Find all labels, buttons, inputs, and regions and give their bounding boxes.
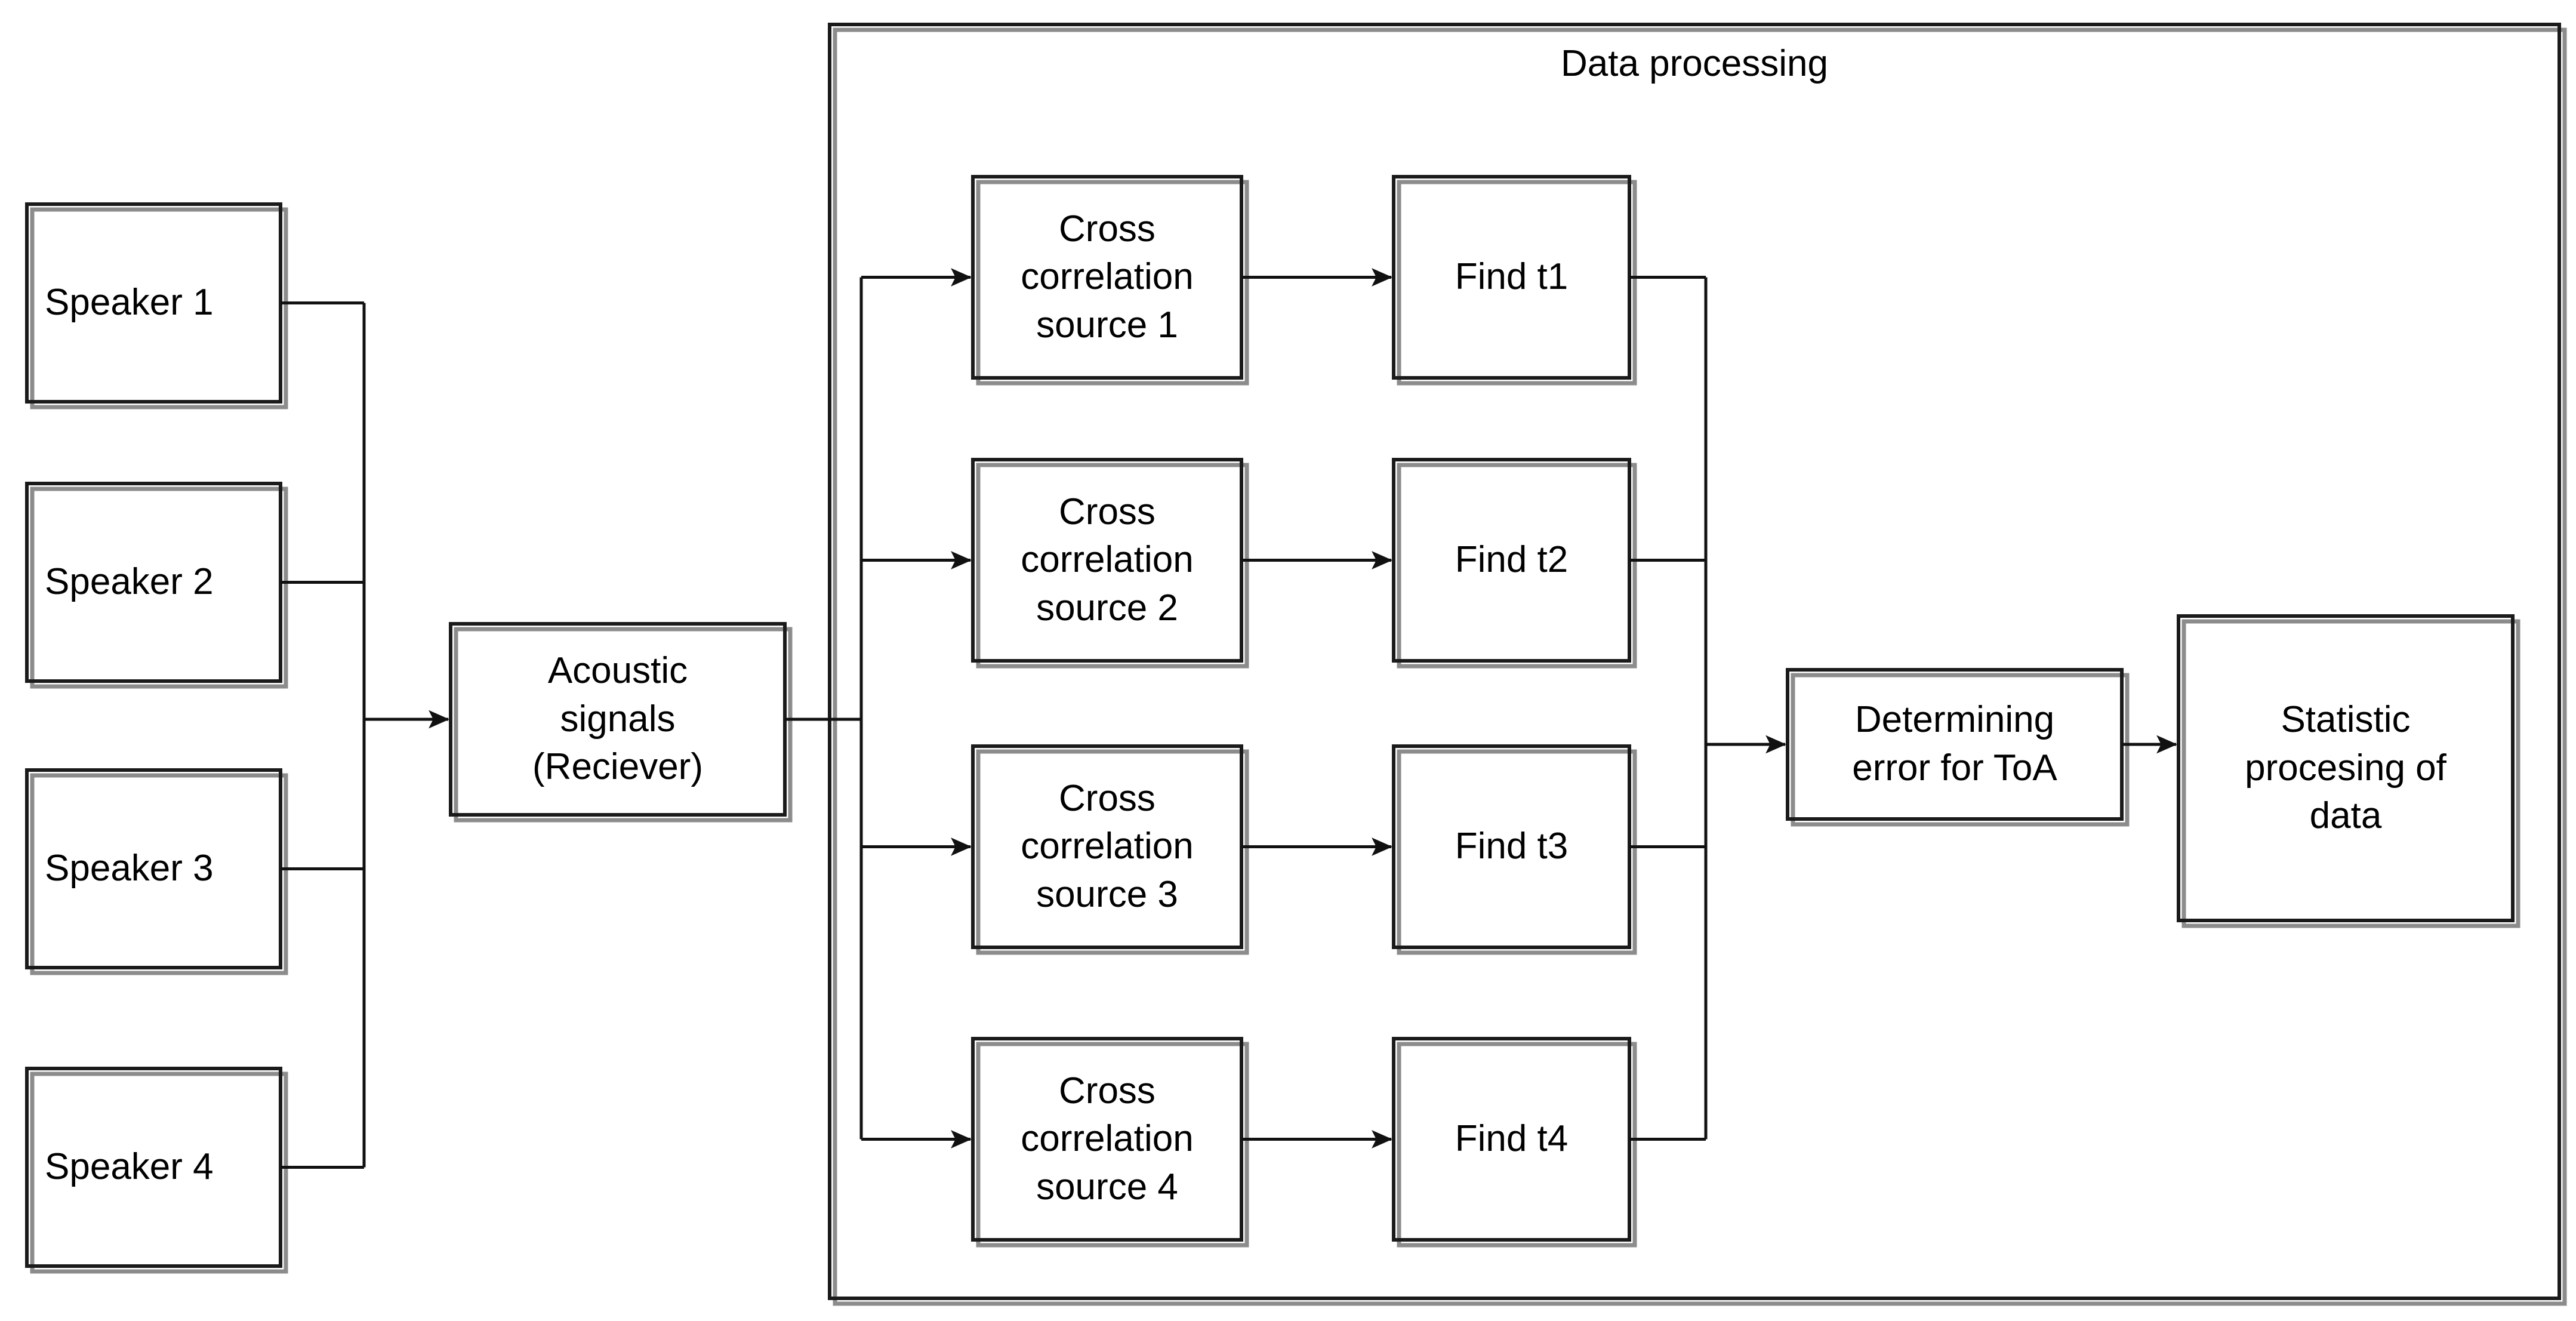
cross-correlation-box-4-shadow <box>976 1042 1249 1248</box>
acoustic-signals-box-shadow <box>454 627 793 823</box>
connector-lines <box>281 268 2178 1169</box>
group-container-shadow <box>833 27 2567 1306</box>
speaker-box-4-shadow <box>30 1071 288 1274</box>
find-t-box-2 <box>1392 458 1631 663</box>
find-t-box-3-shadow <box>1397 749 1637 955</box>
cross-correlation-box-3-shadow <box>976 749 1249 955</box>
statistic-processing-box <box>2177 614 2515 922</box>
group-title-data-processing: Data processing <box>1560 43 1829 84</box>
find-t-box-1-shadow <box>1397 180 1637 386</box>
speaker-box-3-shadow <box>30 773 288 975</box>
cross-correlation-box-1 <box>971 175 1243 380</box>
find-t-box-4-shadow <box>1397 1042 1637 1248</box>
determining-error-box <box>1786 668 2124 821</box>
determining-error-box-shadow <box>1791 673 2130 827</box>
cross-correlation-box-4 <box>971 1037 1243 1242</box>
box-shadows <box>30 27 2567 1306</box>
acoustic-signals-box <box>449 622 787 817</box>
find-t-box-2-shadow <box>1397 463 1637 669</box>
group-container <box>828 23 2561 1300</box>
speaker-box-4 <box>25 1067 282 1268</box>
speaker-box-1-shadow <box>30 207 288 409</box>
speaker-box-3 <box>25 768 282 969</box>
box-outlines <box>25 23 2561 1300</box>
find-t-box-1 <box>1392 175 1631 380</box>
find-t-box-4 <box>1392 1037 1631 1242</box>
statistic-processing-box-shadow <box>2181 619 2520 928</box>
find-t-box-3 <box>1392 744 1631 949</box>
speaker-box-2 <box>25 482 282 683</box>
speaker-box-2-shadow <box>30 486 288 689</box>
cross-correlation-box-2 <box>971 458 1243 663</box>
speaker-box-1 <box>25 202 282 404</box>
cross-correlation-box-2-shadow <box>976 463 1249 669</box>
cross-correlation-box-1-shadow <box>976 180 1249 386</box>
cross-correlation-box-3 <box>971 744 1243 949</box>
